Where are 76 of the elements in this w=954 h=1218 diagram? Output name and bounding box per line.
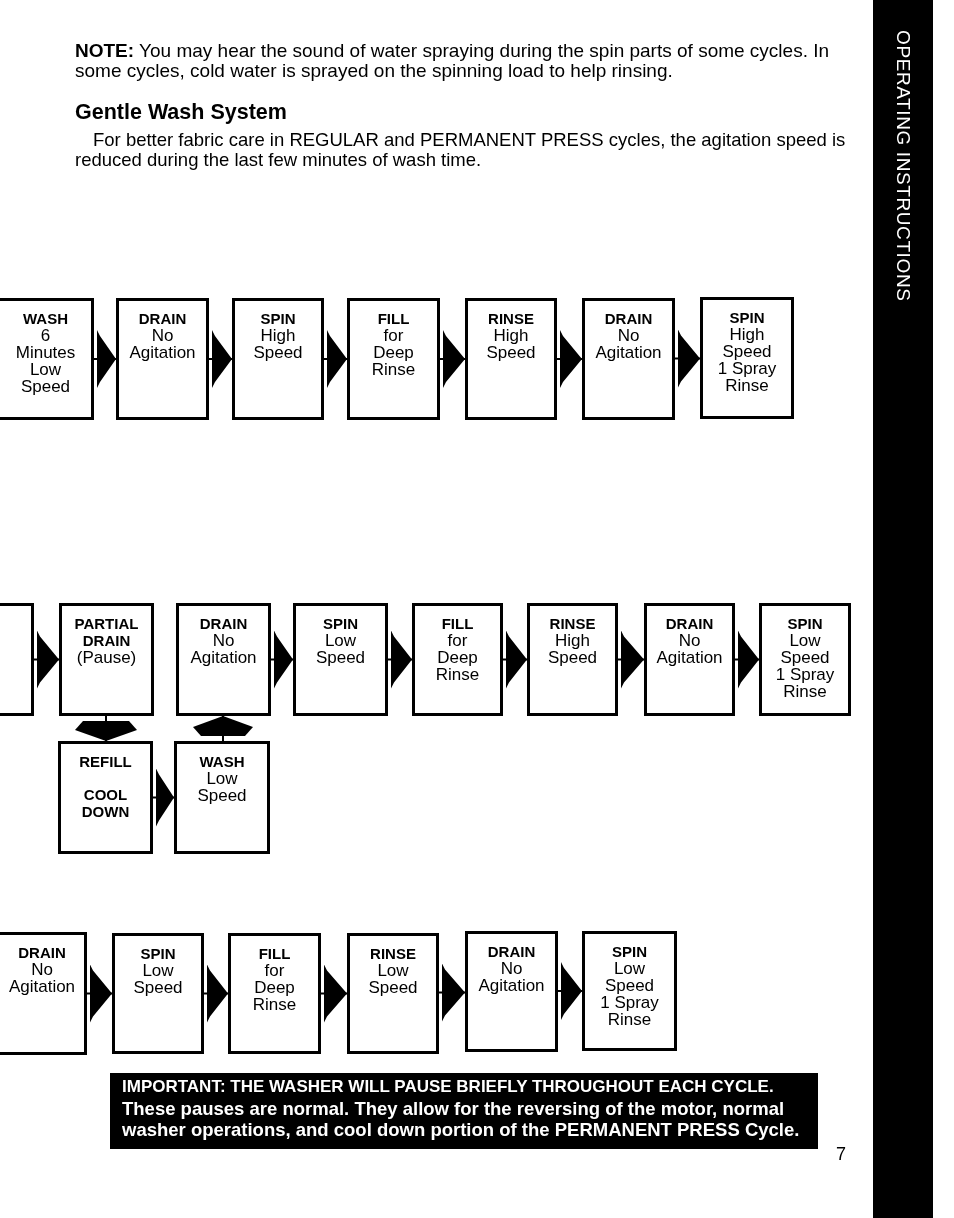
step-heading: DRAIN	[18, 944, 66, 961]
notice-heading: IMPORTANT: THE WASHER WILL PAUSE BRIEFLY THROUGHOUT EACH CYCLE.	[122, 1076, 774, 1098]
step-text: 6 Minutes Low Speed	[15, 327, 76, 395]
step-box	[116, 298, 209, 420]
step-box	[232, 298, 324, 420]
step-box	[347, 933, 439, 1054]
step-heading: SPIN	[612, 943, 647, 960]
step-text: for Deep Rinse	[371, 327, 416, 378]
step-box	[59, 603, 154, 716]
step-text: No Agitation	[478, 960, 545, 994]
step-text: High Speed	[253, 327, 303, 361]
step-heading: DRAIN	[604, 310, 653, 327]
step-box	[112, 933, 204, 1054]
notice-text: These pauses are normal. They allow for the reversing of the motor, normal washer operations, and cool down portion of the PERMANENT PRESS Cycle.	[122, 1097, 801, 1141]
step-heading: REFILL	[79, 753, 132, 770]
side-tab	[873, 0, 933, 1218]
step-heading: DRAIN	[487, 943, 536, 960]
step-heading: SPIN	[260, 310, 296, 327]
step-box	[347, 298, 440, 420]
step-text: (Pause)	[76, 649, 137, 666]
step-box	[759, 603, 851, 716]
step-heading: FILL	[377, 310, 410, 327]
note-paragraph: NOTE: You may hear the sound of water spraying during the spin parts of some cycles. In some cycles, cold water is sprayed on the spinning load to help rinsing.	[75, 41, 831, 81]
step-box	[0, 298, 94, 420]
step-text: No Agitation	[595, 327, 662, 361]
step-heading: PARTIAL DRAIN	[74, 615, 139, 649]
step-heading: DRAIN	[665, 615, 714, 632]
step-box	[582, 298, 675, 420]
step-heading: DRAIN	[138, 310, 187, 327]
step-heading: SPIN	[140, 945, 176, 962]
step-heading: SPIN	[323, 615, 358, 632]
step-box	[58, 741, 153, 854]
section-heading: Gentle Wash System	[75, 100, 287, 124]
notice-banner	[110, 1073, 818, 1149]
step-box	[0, 603, 34, 716]
step-text: No Agitation	[129, 327, 196, 361]
step-box	[228, 933, 321, 1054]
step-box	[700, 297, 794, 419]
step-box	[174, 741, 270, 854]
step-text: COOL DOWN	[81, 786, 130, 820]
step-text: Low Speed	[133, 962, 183, 996]
step-text: No Agitation	[656, 632, 723, 666]
step-box	[176, 603, 271, 716]
step-heading: WASH	[199, 753, 245, 770]
step-box	[0, 932, 87, 1055]
step-text: High Speed	[547, 632, 598, 666]
step-text: Low Speed	[368, 962, 418, 996]
step-text: Low Speed 1 Spray Rinse	[600, 960, 659, 1028]
step-text: High Speed 1 Spray Rinse	[717, 326, 777, 394]
page-number: 7	[836, 1143, 846, 1165]
step-text: High Speed	[486, 327, 536, 361]
step-heading: SPIN	[787, 615, 823, 632]
section-title: OPERATING INSTRUCTIONS	[892, 30, 914, 302]
step-heading: SPIN	[729, 309, 765, 326]
step-heading: RINSE	[488, 310, 534, 327]
step-text: Low Speed	[315, 632, 366, 666]
step-box	[527, 603, 618, 716]
step-box	[582, 931, 677, 1051]
step-heading: WASH	[23, 310, 68, 327]
step-heading: RINSE	[549, 615, 596, 632]
step-box	[293, 603, 388, 716]
step-heading: FILL	[441, 615, 474, 632]
step-text: No Agitation	[190, 632, 257, 666]
step-box	[465, 298, 557, 420]
body-paragraph: For better fabric care in REGULAR and PERMANENT PRESS cycles, the agitation speed is reduced during the last few minutes of wash time.	[75, 130, 847, 170]
step-text: for Deep Rinse	[435, 632, 480, 683]
step-heading: RINSE	[370, 945, 416, 962]
step-text: for Deep Rinse	[252, 962, 297, 1013]
step-text: Low Speed 1 Spray Rinse	[775, 632, 835, 700]
step-box	[644, 603, 735, 716]
step-box	[412, 603, 503, 716]
step-text: Low Speed	[197, 770, 247, 804]
step-heading: FILL	[258, 945, 291, 962]
step-box	[465, 931, 558, 1052]
step-heading: DRAIN	[199, 615, 248, 632]
step-text: No Agitation	[8, 961, 76, 995]
